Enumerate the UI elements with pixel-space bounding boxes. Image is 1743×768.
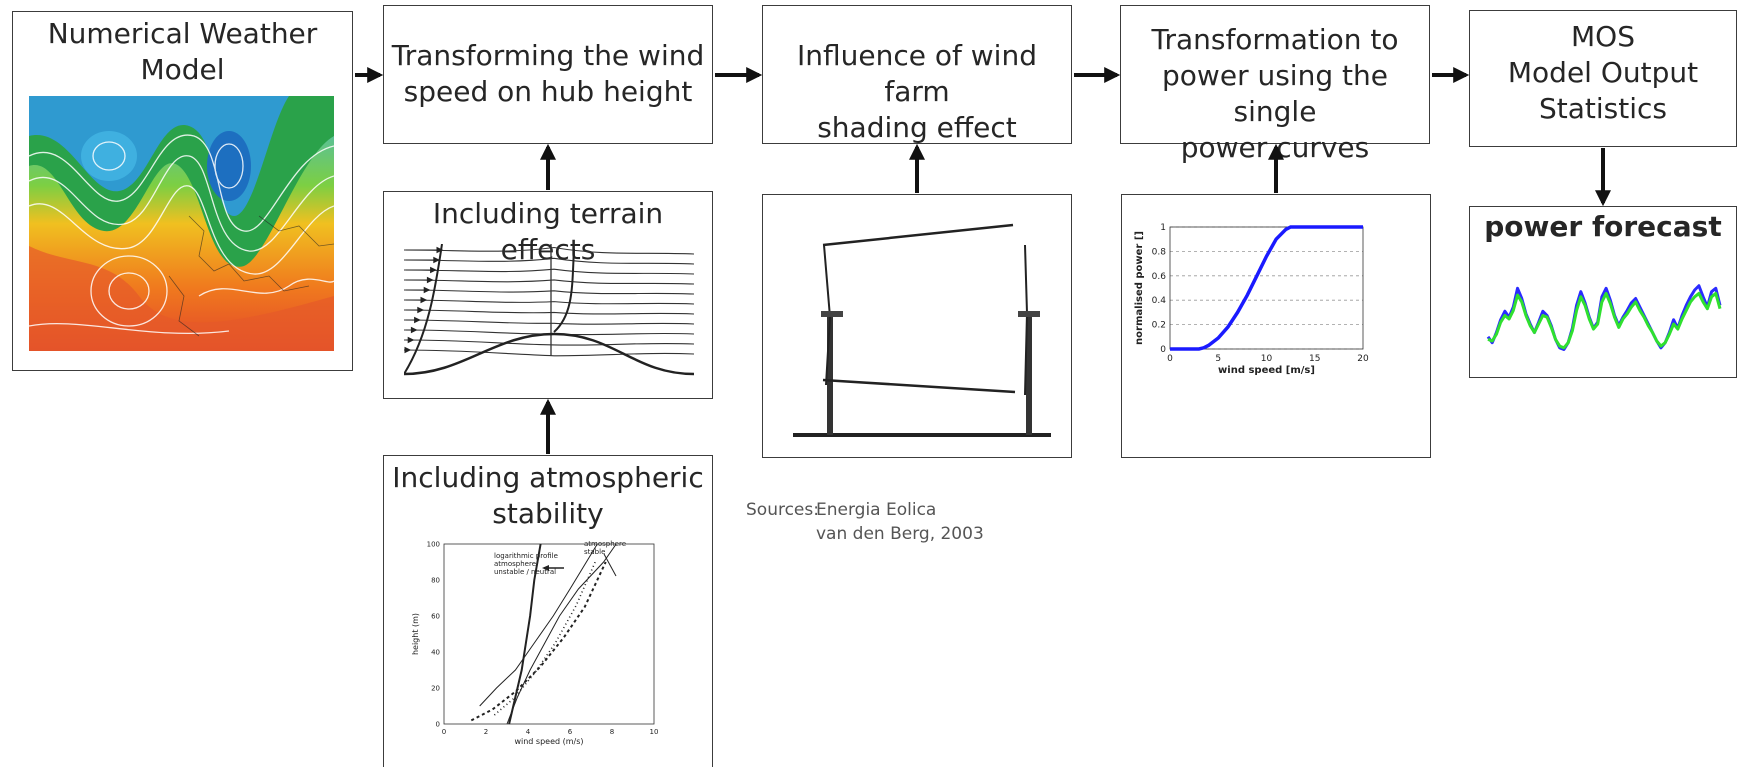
power-curve-box: 0 5 10 15 20 0 0.2 0.4 0.6 0.8 1 wind speed [m/s] no… [1121,194,1431,458]
streamline [404,309,694,315]
streamline [404,257,694,265]
wind-arrowhead [433,256,440,264]
streamline [404,339,694,346]
x-tick-label: 5 [1215,354,1221,364]
y-axis-label: height (m) [411,613,420,655]
stability-profile-line [508,543,542,725]
wind-arrowhead [436,246,444,254]
power-transform-title: Transformation to power using the single… [1151,23,1399,164]
y-tick-label: 0.4 [1152,296,1167,306]
y-tick-label: 60 [431,612,440,620]
y-tick-label: 0 [436,720,440,728]
plot-frame [1169,226,1364,350]
x-tick-label: 10 [1261,354,1273,364]
sources-note: Sources:Energia Eolica van den Berg, 200… [746,498,984,546]
shading-picture-box [762,194,1072,458]
sources-line-2: van den Berg, 2003 [816,524,984,544]
x-tick-label: 0 [1167,354,1173,364]
y-tick-label: 0.6 [1152,272,1167,282]
forecast-box: power forecast [1469,206,1737,378]
streamline [404,279,694,285]
wind-arrowhead [414,316,421,324]
x-axis-label: wind speed (m/s) [514,737,583,746]
forecast-chart [1486,284,1722,351]
power-transform-box: Transformation to power using the single… [1120,5,1430,164]
stability-profile-line [470,561,607,722]
stability-profile-line [479,543,598,707]
power-curve-chart: 0 5 10 15 20 0 0.2 0.4 0.6 0.8 1 wind speed [m/s] no… [1134,223,1369,376]
sources-label: Sources: [746,500,819,520]
y-tick-label: 100 [427,540,440,548]
x-tick-label: 2 [484,728,488,736]
streamline [404,349,694,357]
weather-map-image [29,96,334,351]
hub-height-box: Transforming the wind speed on hub heigh… [383,5,713,144]
y-tick-label: 80 [431,576,440,584]
forecast-title: power forecast [1484,210,1722,243]
y-tick-label: 0.8 [1152,247,1167,257]
y-tick-label: 0 [1160,345,1166,355]
terrain-title: Including terrain effects [432,197,664,266]
stability-annotation-stable: atmosphere stable [584,540,628,556]
wake-upper-line [822,223,1014,247]
wind-arrowhead [404,346,412,354]
mos-title: MOS Model Output Statistics [1507,20,1699,125]
wind-arrowhead [410,326,418,334]
x-tick-label: 15 [1309,354,1320,364]
y-tick-label: 1 [1160,223,1166,233]
x-tick-label: 4 [526,728,531,736]
stability-box: Including atmospheric stability logarith… [383,455,713,767]
terrain-hill [404,332,694,376]
streamline [404,289,694,295]
streamline [404,246,694,255]
plot-frame [443,543,655,725]
x-tick-label: 6 [568,728,573,736]
nwp-title: Numerical Weather Model [47,17,318,86]
wind-arrowhead [423,286,431,294]
wind-arrowhead [407,336,415,344]
terrain-flow-diagram [404,244,694,376]
terrain-box: Including terrain effects [383,191,713,399]
stability-chart: logarithmic profile atmosphere unstable … [411,540,659,746]
streamline [404,299,694,305]
shading-box: Influence of wind farm shading effect [762,5,1072,144]
sources-line-1: Energia Eolica [816,500,937,520]
y-tick-label: 20 [431,684,440,692]
terrain-hilltop-profile [553,248,575,333]
stability-profile-line [493,561,596,716]
stability-profile-line [506,543,617,725]
x-tick-label: 0 [442,728,446,736]
power-curve-line [1170,225,1363,351]
x-axis-label: wind speed [m/s] [1218,365,1315,376]
stability-title: Including atmospheric stability [392,461,704,530]
shading-title: Influence of wind farm shading effect [797,39,1037,144]
wind-arrowhead [417,306,424,314]
x-tick-label: 8 [610,728,614,736]
x-tick-label: 10 [650,728,659,736]
wind-arrowhead [430,266,437,274]
mos-box: MOS Model Output Statistics [1469,10,1737,147]
wind-farm-shading-diagram [793,223,1051,437]
wake-lower-line [822,378,1016,394]
y-axis-label: normalised power [] [1134,231,1145,345]
nwp-box: Numerical Weather Model [12,11,353,371]
y-tick-label: 40 [431,648,440,656]
streamline [404,319,694,325]
terrain-upwind-profile [404,244,443,375]
stability-annotation-unstable: logarithmic profile atmosphere unstable … [494,552,560,576]
y-tick-label: 0.2 [1152,321,1166,331]
x-tick-label: 20 [1357,354,1369,364]
hub-height-title: Transforming the wind speed on hub heigh… [391,39,705,108]
forecast-series-line [1487,291,1722,350]
wind-arrowhead [426,276,434,284]
streamline [404,268,694,275]
wind-arrowhead [420,296,428,304]
